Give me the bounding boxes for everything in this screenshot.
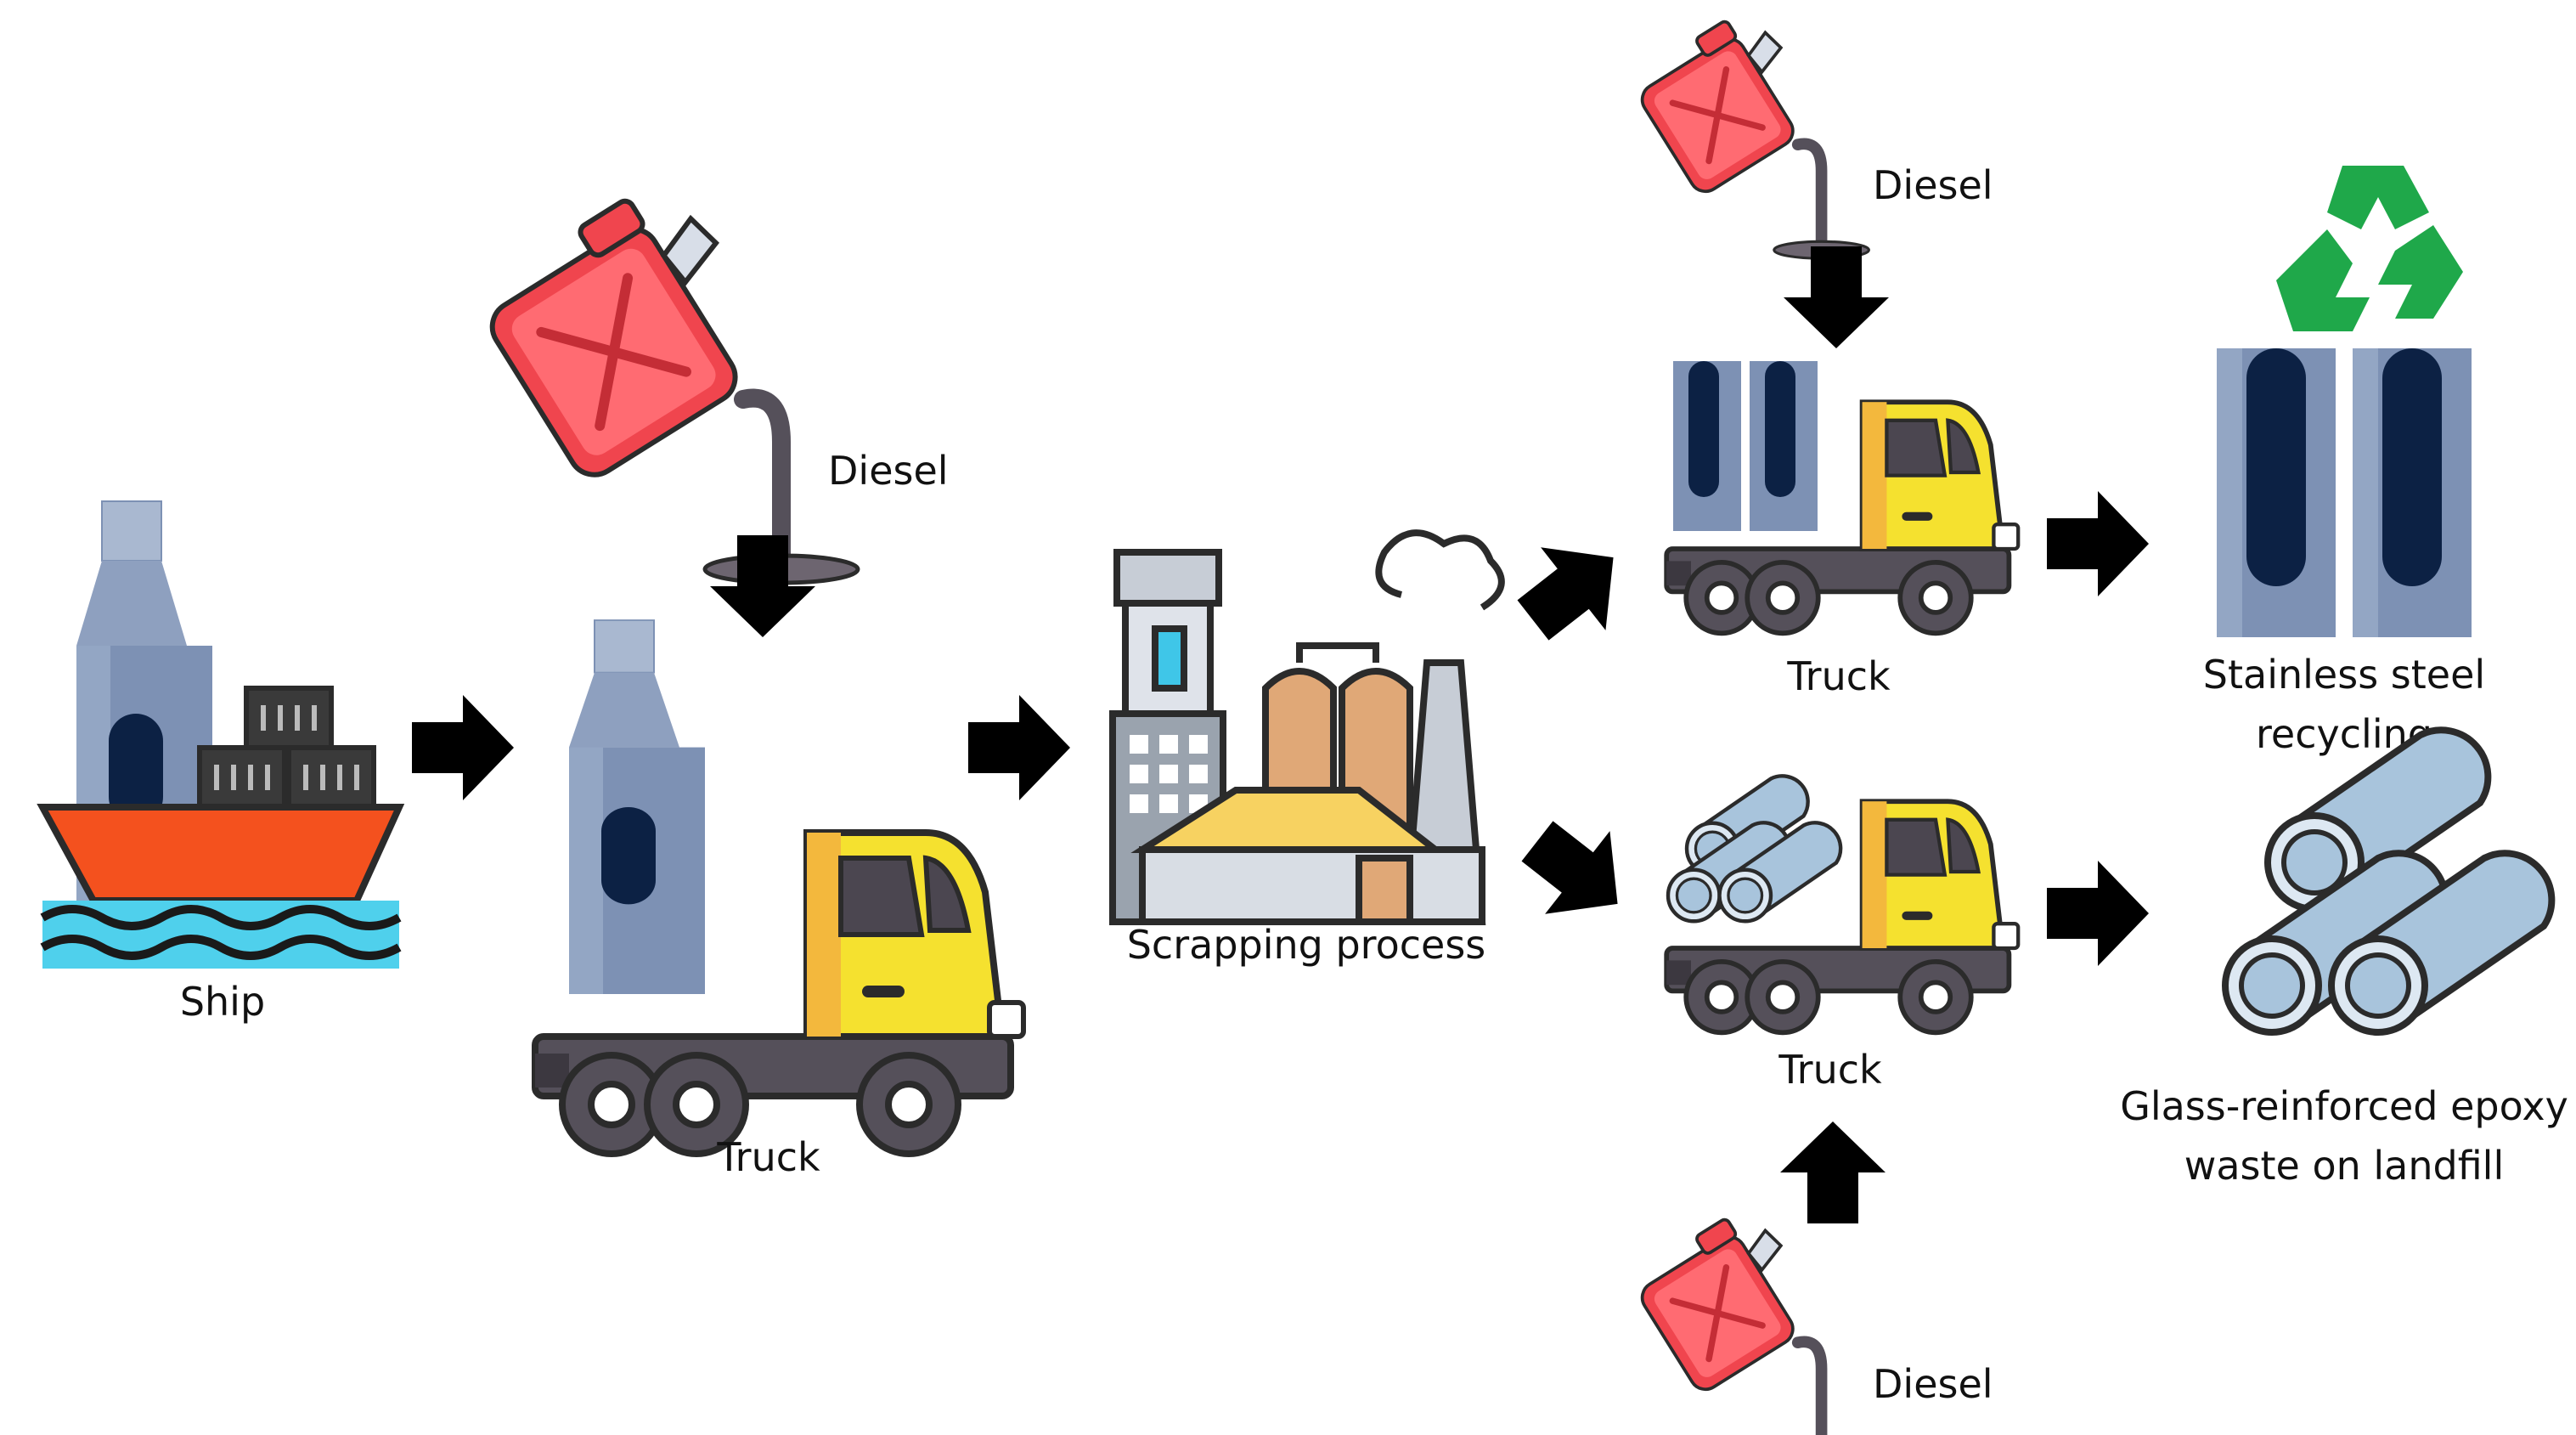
truck-label-bottom: Truck (1778, 1047, 1882, 1093)
arrow-icon (1784, 246, 1889, 348)
arrow-icon (710, 535, 815, 637)
diesel-label-top: Diesel (1873, 162, 1993, 208)
arrow-icon (2047, 491, 2149, 596)
ship-icon (37, 500, 405, 969)
arrow-icon (412, 695, 514, 800)
scrapping-label: Scrapping process (1127, 922, 1486, 968)
factory-icon (1109, 529, 1505, 925)
diesel-label-bottom: Diesel (1873, 1361, 1993, 1407)
arrow-icon (968, 695, 1070, 800)
vessel-icon (1673, 361, 1818, 531)
arrow-icon (2047, 861, 2149, 966)
fuel-can-icon (470, 171, 858, 583)
diesel-label-main: Diesel (828, 448, 949, 494)
recycle-icon (2276, 166, 2463, 331)
stainless-label-line1: Stainless steel (2203, 652, 2485, 698)
truck-label-main: Truck (716, 1134, 820, 1180)
pipes-icon (2225, 730, 2551, 1032)
fuel-can-icon (1628, 3, 1869, 259)
vessel-icon (568, 619, 706, 995)
ship-label: Ship (180, 979, 265, 1025)
arrow-icon (1500, 516, 1646, 662)
arrow-icon (1504, 799, 1650, 946)
glass-label-line2: waste on landfill (2184, 1143, 2505, 1189)
vessel-icon (2217, 348, 2472, 637)
truck-label-top: Truck (1786, 653, 1891, 699)
arrow-icon (1780, 1121, 1885, 1223)
glass-label-line1: Glass-reinforced epoxy (2120, 1083, 2568, 1129)
fuel-can-icon (1628, 1201, 1869, 1435)
pipes-icon (1668, 776, 1840, 921)
